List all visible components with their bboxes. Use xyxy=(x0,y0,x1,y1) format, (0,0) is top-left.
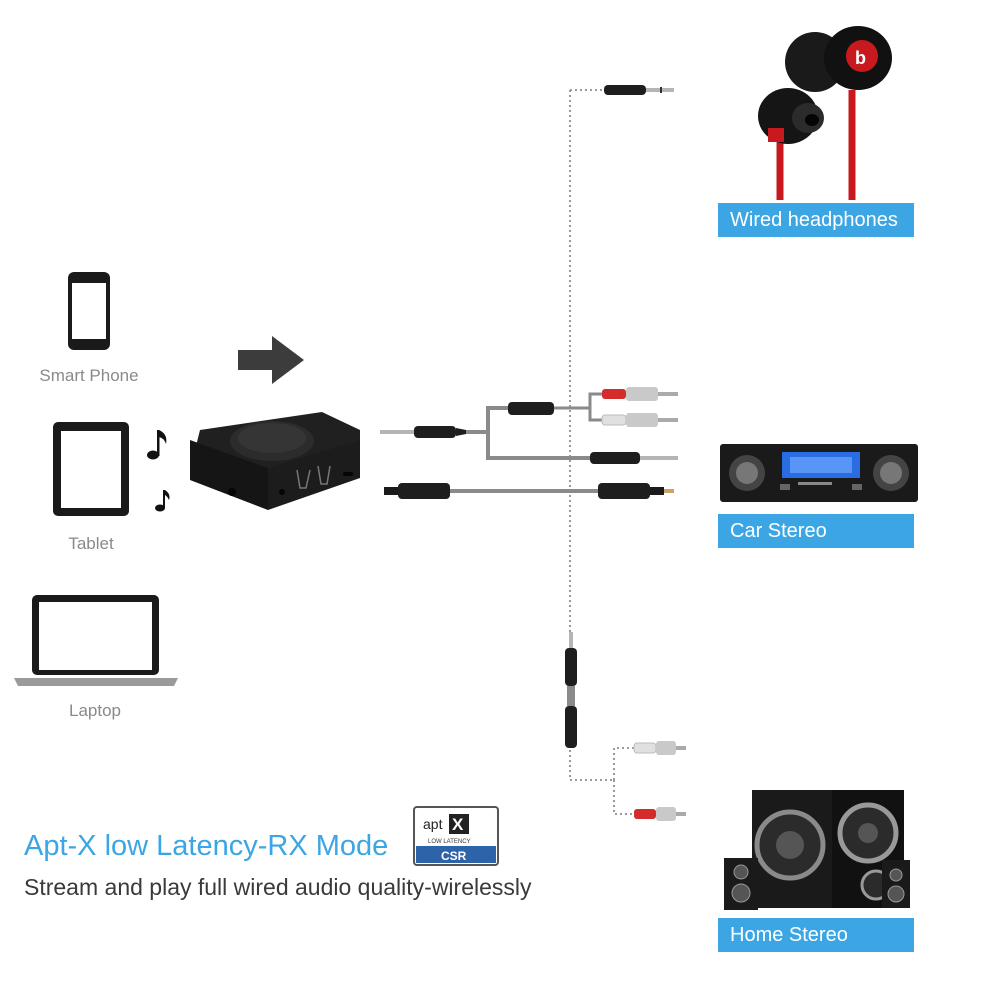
aptx-mark: X xyxy=(452,815,464,834)
car-stereo-tag: Car Stereo xyxy=(718,514,914,548)
dotted-branch-home xyxy=(613,747,634,815)
rca-plug-red-home-icon xyxy=(634,807,686,821)
aux-adapter-icon xyxy=(565,632,577,748)
arrow-right-icon xyxy=(238,336,304,384)
tablet-icon xyxy=(53,422,129,516)
svg-text:b: b xyxy=(855,48,866,68)
car-stereo-icon xyxy=(720,444,918,502)
laptop-icon xyxy=(14,595,178,686)
smartphone-label: Smart Phone xyxy=(39,366,139,385)
music-note-icon xyxy=(147,430,170,512)
wired-headphones-tag: Wired headphones xyxy=(718,203,914,237)
tablet-label: Tablet xyxy=(68,534,114,553)
rca-plug-red-icon xyxy=(602,387,678,401)
page-subtitle: Stream and play full wired audio quality… xyxy=(24,874,532,900)
aux-cable-icon xyxy=(380,392,678,464)
home-stereo-speakers-icon xyxy=(724,790,910,910)
rca-plug-white-home-icon xyxy=(633,741,686,755)
bluetooth-receiver-device xyxy=(190,412,360,510)
aux-plug-headphones-icon xyxy=(604,85,674,95)
page-title: Apt-X low Latency-RX Mode xyxy=(24,830,389,862)
aptx-brand: apt xyxy=(423,816,443,832)
optical-cable-icon xyxy=(384,483,674,499)
aptx-maker: CSR xyxy=(441,849,467,863)
wired-headphones-icon: b xyxy=(758,26,892,200)
aptx-badge: apt X LOW LATENCY CSR xyxy=(413,806,499,866)
rca-plug-white-icon xyxy=(601,413,678,427)
dotted-trunk-line xyxy=(569,90,614,781)
laptop-label: Laptop xyxy=(69,701,121,720)
home-stereo-tag: Home Stereo xyxy=(718,918,914,952)
aptx-tagline: LOW LATENCY xyxy=(428,839,471,845)
smartphone-icon xyxy=(68,272,110,350)
